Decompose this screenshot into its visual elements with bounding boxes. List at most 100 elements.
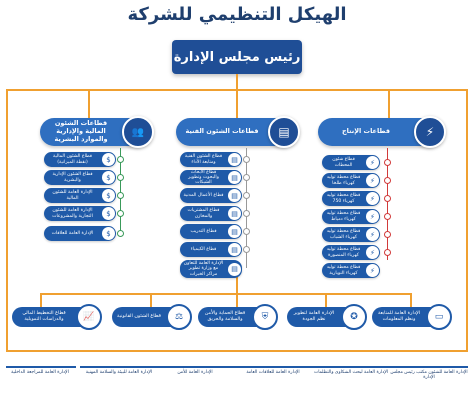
connector-dot bbox=[384, 159, 391, 166]
sector-technical-label: قطاعات الشئون الفنية bbox=[185, 127, 259, 136]
connector-dot bbox=[117, 192, 124, 199]
lightning-icon: ⚡ bbox=[366, 156, 379, 169]
connector-bottom-spine bbox=[236, 272, 238, 294]
connector-sector-1 bbox=[388, 89, 390, 119]
list-item[interactable]: ▤ قطاع التدريب bbox=[180, 224, 242, 239]
connector-sector-2 bbox=[236, 89, 238, 119]
drop-b2 bbox=[325, 293, 327, 307]
sector-finance-label: قطاعات الشئون المالية والإدارية والموارد… bbox=[54, 119, 108, 143]
dept-security[interactable]: ⛨ قطاع الحماية والأمن والسلامة والحريق bbox=[198, 304, 278, 330]
list-item[interactable]: ▤ الإدارة العامة للتعاون مع وزارة تطوير … bbox=[180, 260, 242, 278]
lightning-icon: ⚡ bbox=[366, 246, 379, 259]
list-item[interactable]: ▤ قطاع المشتريات والمخازن bbox=[180, 206, 242, 221]
connector-dot bbox=[117, 210, 124, 217]
monitor-icon: ▭ bbox=[426, 304, 452, 330]
sub-divider bbox=[390, 366, 468, 368]
team-icon: 👥 bbox=[122, 116, 154, 148]
drop-b5 bbox=[40, 293, 42, 307]
connector-dot bbox=[384, 213, 391, 220]
connector-bottom-row bbox=[6, 350, 468, 352]
connector-dot bbox=[243, 228, 250, 235]
sub-divider bbox=[156, 366, 234, 368]
drop-b4 bbox=[150, 293, 152, 307]
lightning-icon: ⚡ bbox=[366, 228, 379, 241]
list-item[interactable]: ⚡ قطاع محطة توليد كهرباء الشباب bbox=[322, 227, 380, 242]
connector-dot bbox=[384, 249, 391, 256]
list-item[interactable]: ▤ قطاع الأعمال المدنية bbox=[180, 188, 242, 203]
connector-dot bbox=[243, 192, 250, 199]
sector-production-header: ⚡ قطاعات الإنتاج bbox=[318, 116, 446, 148]
rail-technical bbox=[246, 148, 247, 268]
list-item[interactable]: ⚡ قطاع محطة توليد كهرباء دمياط bbox=[322, 209, 380, 224]
list-item[interactable]: ▤ قطاع الأبحاث والبحوث وتطوير الشبكات bbox=[180, 170, 242, 185]
money-icon: $ bbox=[102, 153, 115, 166]
connector-dot bbox=[384, 195, 391, 202]
sector-technical-header: ▤ قطاعات الشئون الفنية bbox=[176, 116, 300, 148]
lightning-icon: ⚡ bbox=[366, 210, 379, 223]
dept-legal[interactable]: ⚖ قطاع الشئون القانونية bbox=[112, 304, 192, 330]
connector-dot bbox=[117, 230, 124, 237]
sub-dept: الإدارة العامة للبيئة والسلامة المهنية bbox=[85, 370, 153, 375]
drop-b1 bbox=[410, 293, 412, 307]
list-item[interactable]: $ الإدارة العامة للشئون المالية bbox=[44, 188, 116, 203]
money-icon: $ bbox=[102, 171, 115, 184]
list-item[interactable]: ⚡ قطاع محطة توليد كهرباء المنصورة bbox=[322, 245, 380, 260]
list-item[interactable]: $ الإدارة العامة للشئون التجارية والمشرو… bbox=[44, 206, 116, 221]
dept-quality[interactable]: ✪ الإدارة العامة لتطوير نظم الجودة bbox=[287, 304, 367, 330]
sub-dept: الإدارة العامة للعلاقات العامة bbox=[246, 370, 300, 375]
sub-divider bbox=[234, 366, 312, 368]
growth-chart-icon: 📈 bbox=[76, 304, 102, 330]
connector-bottom-bus bbox=[40, 293, 410, 295]
sector-finance-header: 👥 قطاعات الشئون المالية والإدارية والموا… bbox=[40, 116, 154, 148]
connector-sector-3 bbox=[88, 89, 90, 119]
list-item[interactable]: ⚡ قطاع محطة توليد كهرباء النوبارية bbox=[322, 263, 380, 278]
connector-right-rail bbox=[466, 89, 468, 351]
lightning-icon: ⚡ bbox=[366, 264, 379, 277]
dept-planning[interactable]: 📈 قطاع التخطيط المالي والدراسات التمويلي… bbox=[12, 304, 102, 330]
connector-left-top bbox=[6, 89, 90, 91]
sub-divider bbox=[312, 366, 390, 368]
connector-board-down bbox=[236, 74, 238, 90]
shield-icon: ⛨ bbox=[252, 304, 278, 330]
connector-top-bus bbox=[88, 89, 390, 91]
sub-divider bbox=[6, 366, 76, 368]
list-item[interactable]: ⚡ قطاع محطة توليد كهرباء 750 bbox=[322, 191, 380, 206]
connector-dot bbox=[117, 156, 124, 163]
list-item[interactable]: $ الإدارة العامة للعلاقات bbox=[44, 226, 116, 241]
money-icon: $ bbox=[102, 207, 115, 220]
chart-icon: ▤ bbox=[228, 153, 241, 166]
chart-icon: ▤ bbox=[228, 262, 241, 276]
chart-icon: ▤ bbox=[228, 189, 241, 202]
connector-dot bbox=[384, 231, 391, 238]
presentation-icon: ▤ bbox=[268, 116, 300, 148]
list-item[interactable]: ▤ قطاع الشئون الفنية ومتابعة الأداء bbox=[180, 152, 242, 167]
rail-production bbox=[387, 148, 388, 260]
sub-dept: الإدارة العامة للمراجعة الداخلية bbox=[11, 370, 69, 375]
sub-divider bbox=[80, 366, 158, 368]
list-item[interactable]: ⚡ قطاع محطة توليد كهرباء طلخا bbox=[322, 173, 380, 188]
connector-dot bbox=[384, 177, 391, 184]
list-item[interactable]: ▤ قطاع الكيمياء bbox=[180, 242, 242, 257]
list-item[interactable]: $ قطاع الشئون الإدارية والبشرية bbox=[44, 170, 116, 185]
sub-dept: الإدارة العامة للأمن bbox=[177, 370, 213, 375]
money-icon: $ bbox=[102, 227, 115, 240]
sub-dept: الإدارة العامة للشئون مكتب رئيس مجلس الإ… bbox=[390, 370, 468, 381]
rail-finance bbox=[120, 148, 121, 234]
board-chairman-label: رئيس مجلس الإدارة bbox=[173, 49, 301, 65]
list-item[interactable]: ⚡ قطاع شئون المحطات bbox=[322, 155, 380, 170]
connector-right-top bbox=[388, 89, 468, 91]
dept-monitoring[interactable]: ▭ الإدارة العامة للمتابعة ونظم المعلومات bbox=[372, 304, 452, 330]
connector-dot bbox=[243, 174, 250, 181]
page-title: الهيكل التنظيمي للشركة bbox=[127, 4, 347, 25]
list-item[interactable]: $ قطاع الشئون المالية (نقطة الميزانية) bbox=[44, 152, 116, 167]
connector-dot bbox=[243, 246, 250, 253]
drop-b3 bbox=[236, 293, 238, 307]
connector-dot bbox=[117, 174, 124, 181]
connector-dot bbox=[243, 210, 250, 217]
chart-icon: ▤ bbox=[228, 225, 241, 238]
scales-icon: ⚖ bbox=[166, 304, 192, 330]
connector-left-rail bbox=[6, 89, 8, 351]
lightning-icon: ⚡ bbox=[366, 192, 379, 205]
chart-icon: ▤ bbox=[228, 171, 241, 184]
lightning-icon: ⚡ bbox=[366, 174, 379, 187]
